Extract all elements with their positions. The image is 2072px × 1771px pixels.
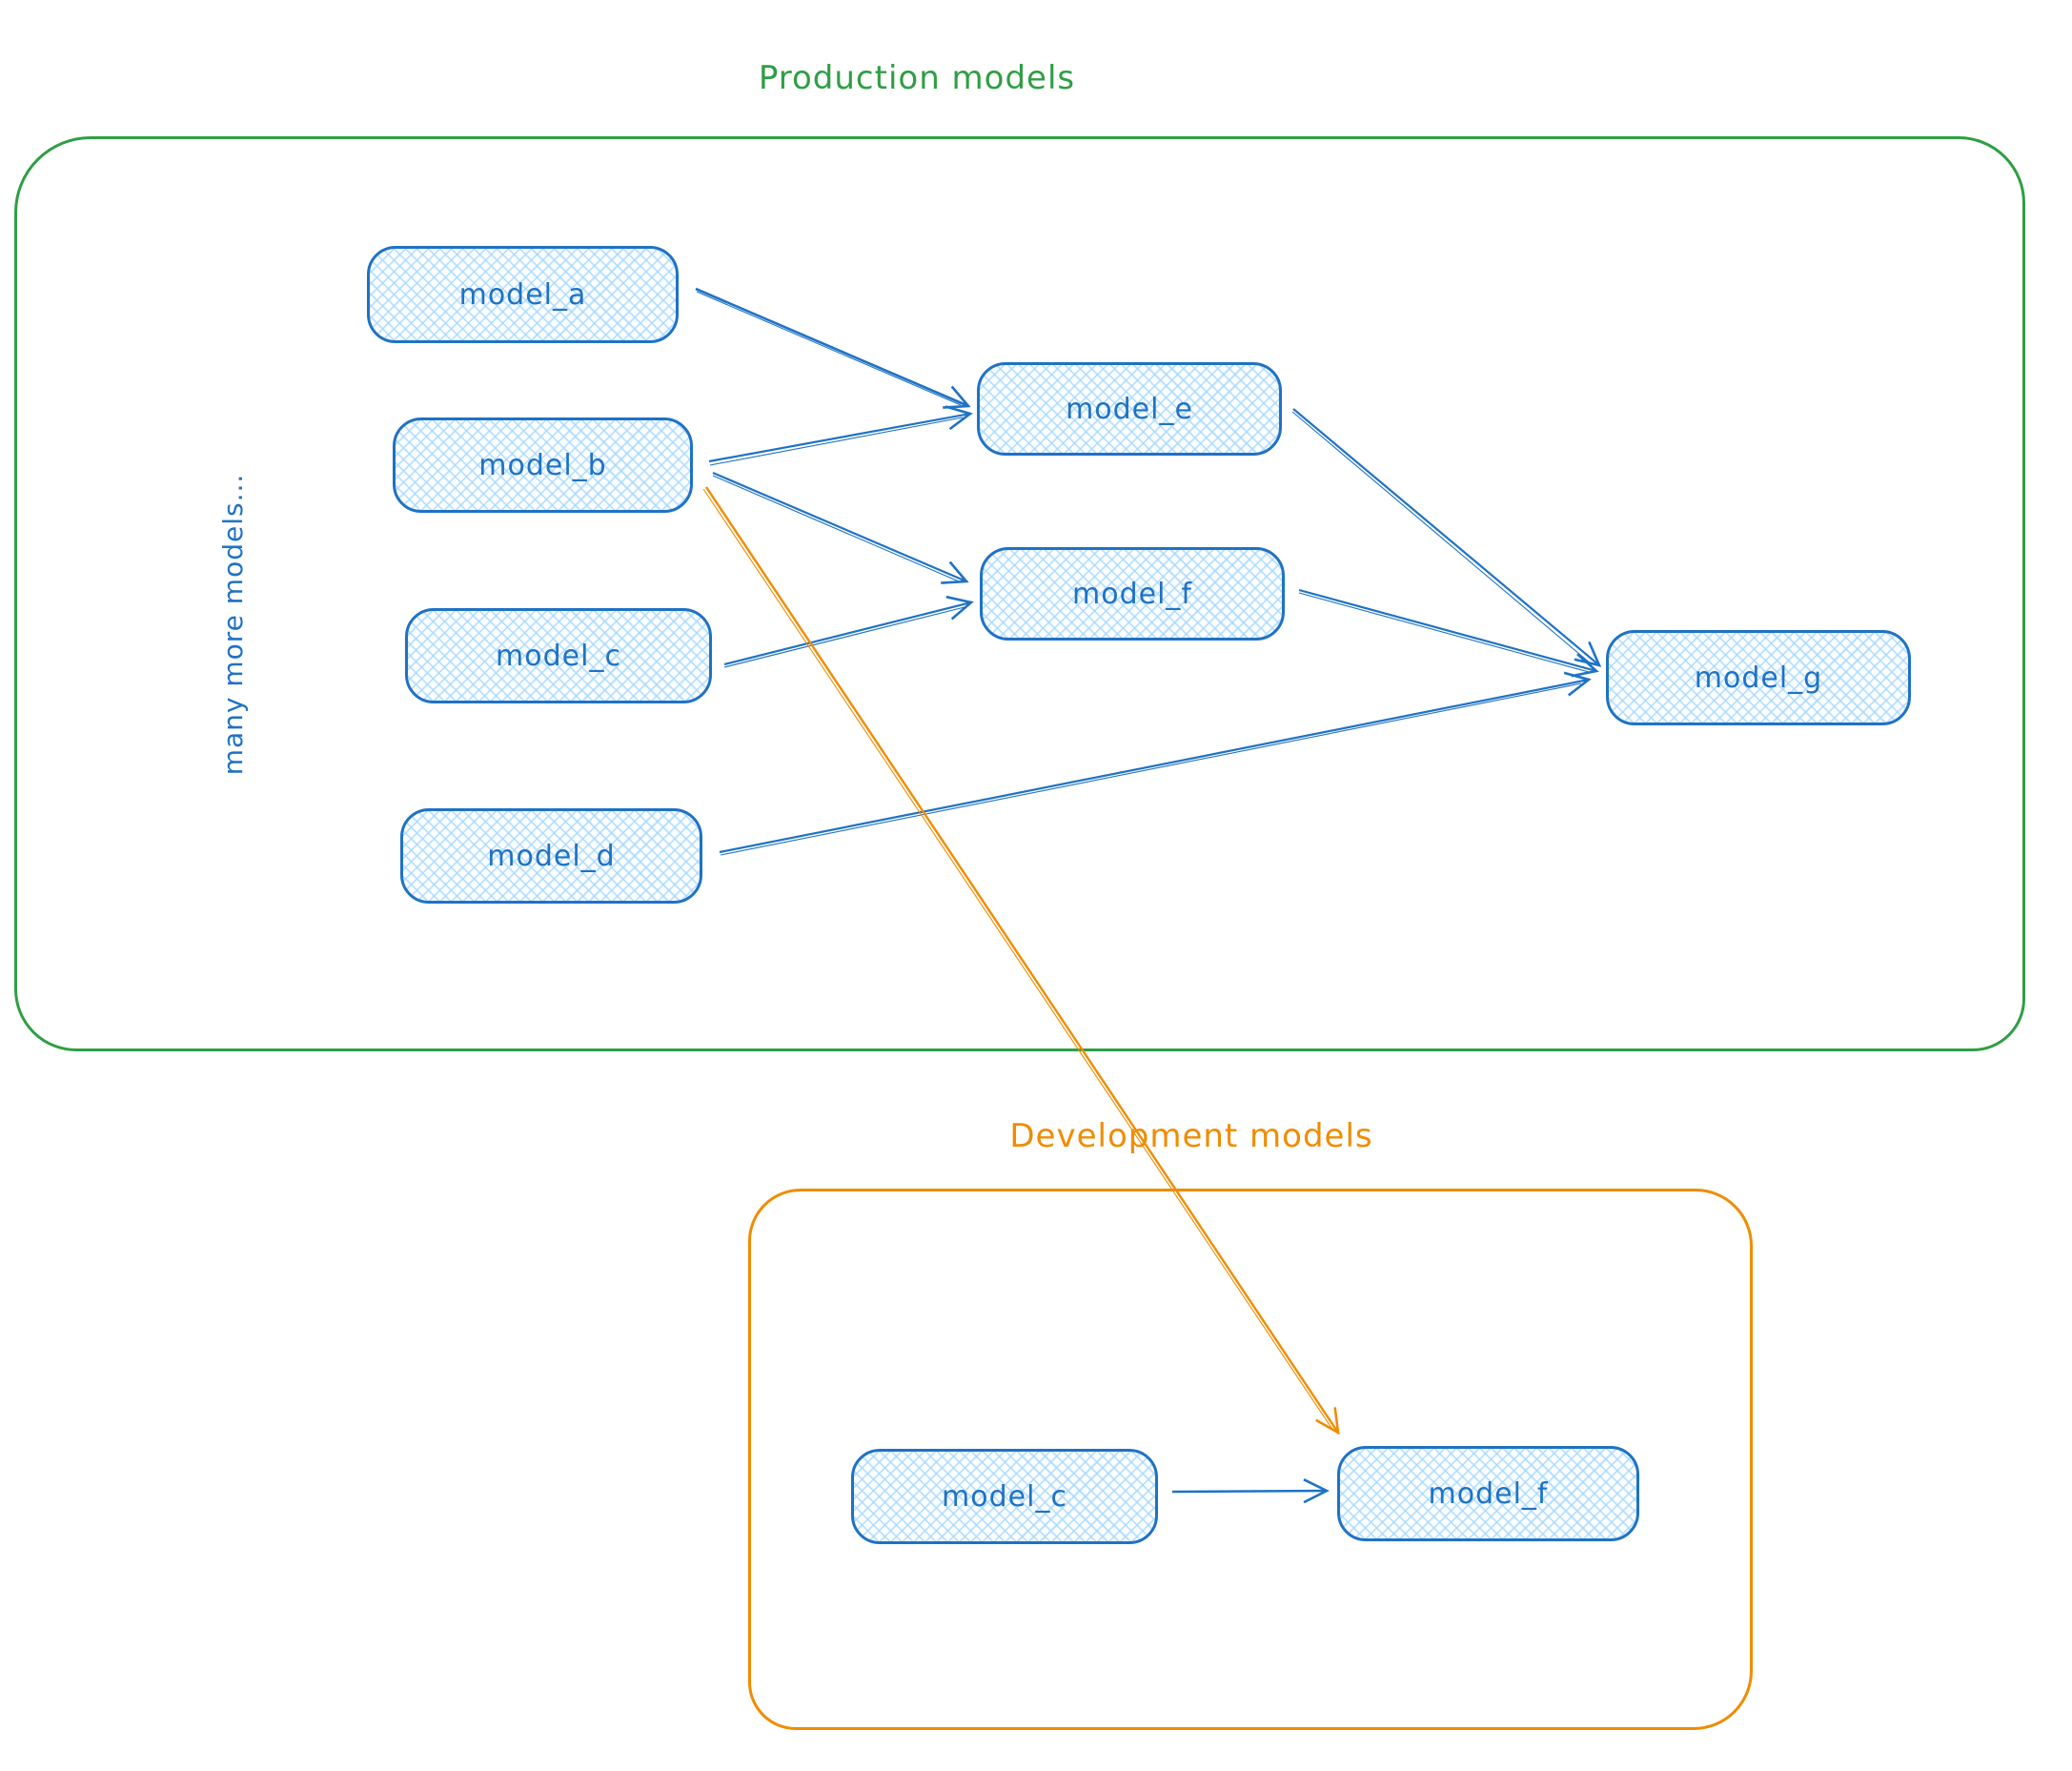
development-group-title: Development models (1009, 1117, 1373, 1155)
node-model-a-label: model_a (458, 277, 587, 312)
node-model-b-label: model_b (478, 448, 607, 482)
node-model-g-label: model_g (1694, 661, 1823, 695)
node-model-g: model_g (1606, 630, 1911, 725)
node-dev-model-c-label: model_c (942, 1479, 1067, 1514)
many-more-models-label: many more models... (216, 473, 249, 776)
node-dev-model-c: model_c (851, 1449, 1158, 1544)
node-model-e-label: model_e (1066, 392, 1193, 426)
node-model-d: model_d (400, 808, 702, 904)
node-dev-model-f: model_f (1337, 1446, 1639, 1541)
node-dev-model-f-label: model_f (1428, 1476, 1549, 1511)
node-model-b: model_b (393, 417, 693, 513)
node-model-f-label: model_f (1072, 577, 1192, 611)
node-model-f: model_f (980, 547, 1285, 641)
production-group-title: Production models (758, 59, 1076, 97)
node-model-a: model_a (367, 246, 679, 343)
node-model-e: model_e (977, 362, 1282, 456)
node-model-d-label: model_d (487, 839, 616, 873)
node-model-c-label: model_c (496, 639, 621, 673)
node-model-c: model_c (405, 608, 712, 703)
